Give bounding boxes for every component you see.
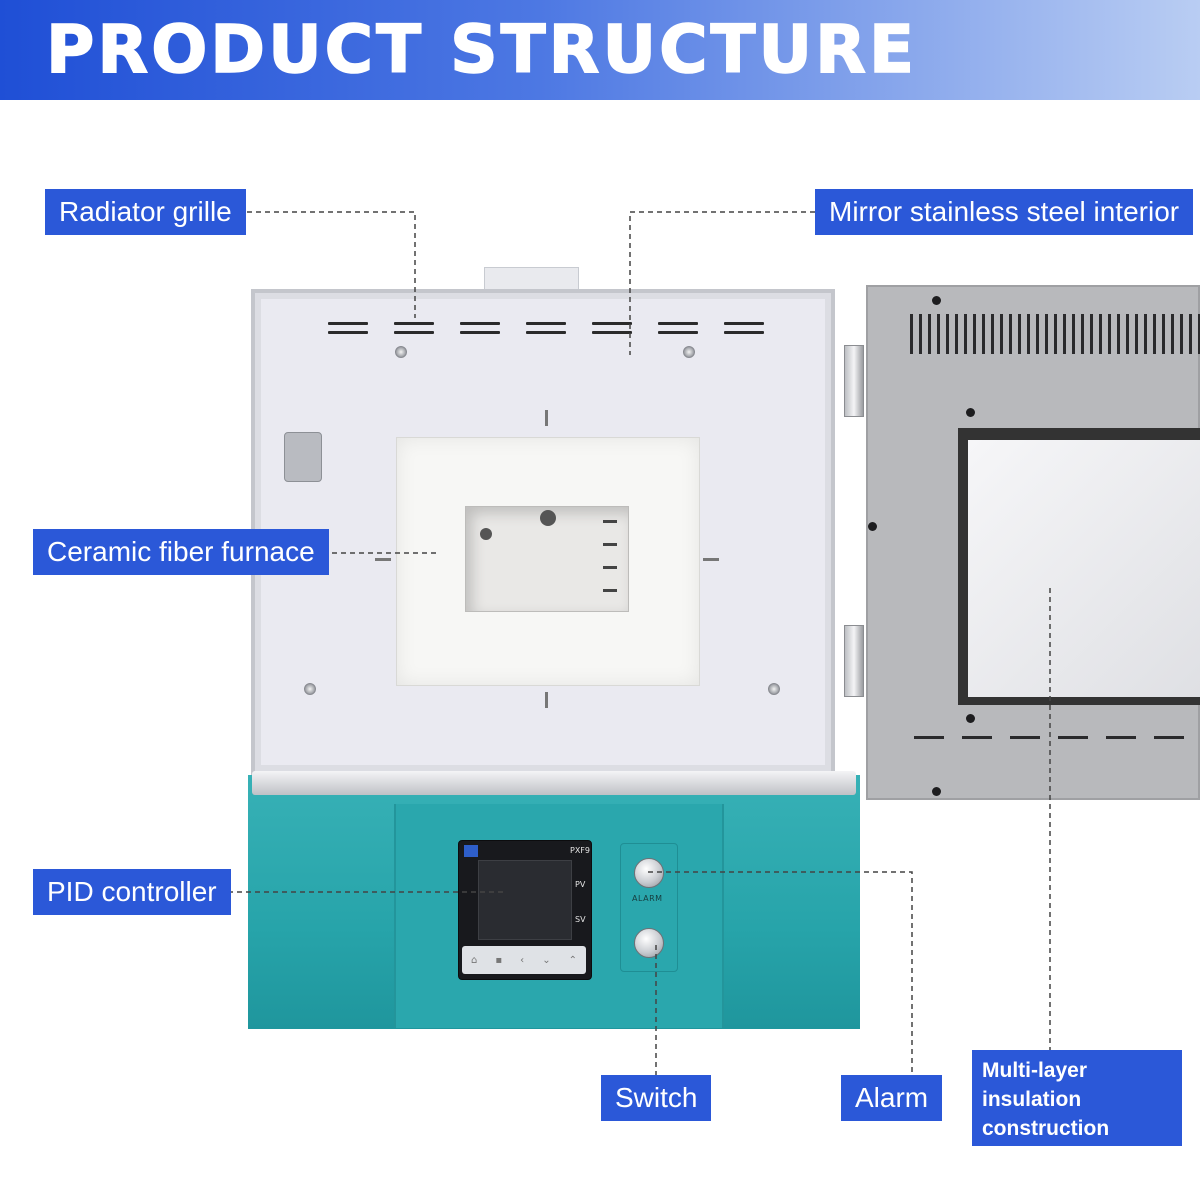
screw-icon: [304, 683, 316, 695]
left-key-icon[interactable]: ‹: [520, 954, 525, 966]
thermocouple-hole: [480, 528, 492, 540]
brand-logo-icon: [464, 845, 478, 857]
up-key-icon[interactable]: ⌃: [568, 954, 577, 966]
door-rivet: [966, 408, 975, 417]
door-insulation: [968, 440, 1200, 697]
door-vent-slot: [1010, 736, 1040, 739]
door-vent-slot: [914, 736, 944, 739]
controller-display: [478, 860, 572, 940]
screw-icon: [683, 346, 695, 358]
controller-keypad[interactable]: ⌂ ▪ ‹ ⌄ ⌃: [462, 946, 586, 974]
radiator-vent: [526, 322, 566, 338]
radiator-leader-line: [238, 211, 416, 318]
screw-icon: [768, 683, 780, 695]
furnace-cavity: [465, 506, 629, 612]
thermocouple-hole: [540, 510, 556, 526]
label-switch: Switch: [601, 1075, 712, 1121]
door-rivet: [966, 714, 975, 723]
alarm-leader-line: [648, 871, 913, 1075]
label-alarm: Alarm: [841, 1075, 943, 1121]
chamber-notch: [545, 410, 548, 426]
radiator-vent: [394, 322, 434, 338]
radiator-vent: [460, 322, 500, 338]
page-title: PRODUCT STRUCTURE: [45, 10, 918, 89]
heating-slot: [603, 543, 617, 546]
alarm-button[interactable]: [634, 858, 664, 888]
label-pid-controller: PID controller: [33, 869, 231, 915]
door-vent-slot: [1058, 736, 1088, 739]
door-rivet: [868, 522, 877, 531]
door-hinge: [844, 345, 864, 417]
label-mirror-interior: Mirror stainless steel interior: [815, 189, 1194, 235]
door-vent-slot: [1154, 736, 1184, 739]
radiator-vent: [592, 322, 632, 338]
controller-model: PXF9: [570, 846, 590, 855]
door-rivet: [932, 296, 941, 305]
radiator-vent: [328, 322, 368, 338]
header-banner: PRODUCT STRUCTURE: [0, 0, 1200, 100]
label-radiator-grille: Radiator grille: [45, 189, 246, 235]
heating-slot: [603, 566, 617, 569]
chamber-notch: [545, 692, 548, 708]
door-vent-slot: [1106, 736, 1136, 739]
door-rivet: [932, 787, 941, 796]
pv-label: PV: [575, 880, 586, 889]
label-ceramic-fiber: Ceramic fiber furnace: [33, 529, 329, 575]
label-multi-layer-insulation: Multi-layer insulation construction: [972, 1050, 1182, 1146]
radiator-vent: [724, 322, 764, 338]
down-key-icon[interactable]: ⌄: [542, 954, 551, 966]
chamber-notch: [703, 558, 719, 561]
menu-key-icon[interactable]: ⌂: [471, 954, 478, 966]
door-vent-slot: [962, 736, 992, 739]
heating-slot: [603, 589, 617, 592]
interior-leader-line: [629, 211, 815, 355]
button-panel: [620, 843, 678, 972]
sv-label: SV: [575, 915, 586, 924]
screw-icon: [395, 346, 407, 358]
door-latch: [284, 432, 322, 482]
radiator-vent: [658, 322, 698, 338]
chamber-notch: [375, 558, 391, 561]
door-vents: [910, 314, 1200, 354]
door-hinge: [844, 625, 864, 697]
heating-slot: [603, 520, 617, 523]
base-rim: [252, 771, 856, 795]
set-key-icon[interactable]: ▪: [495, 954, 503, 966]
power-switch-button[interactable]: [634, 928, 664, 958]
alarm-caption: ALARM: [632, 894, 663, 903]
